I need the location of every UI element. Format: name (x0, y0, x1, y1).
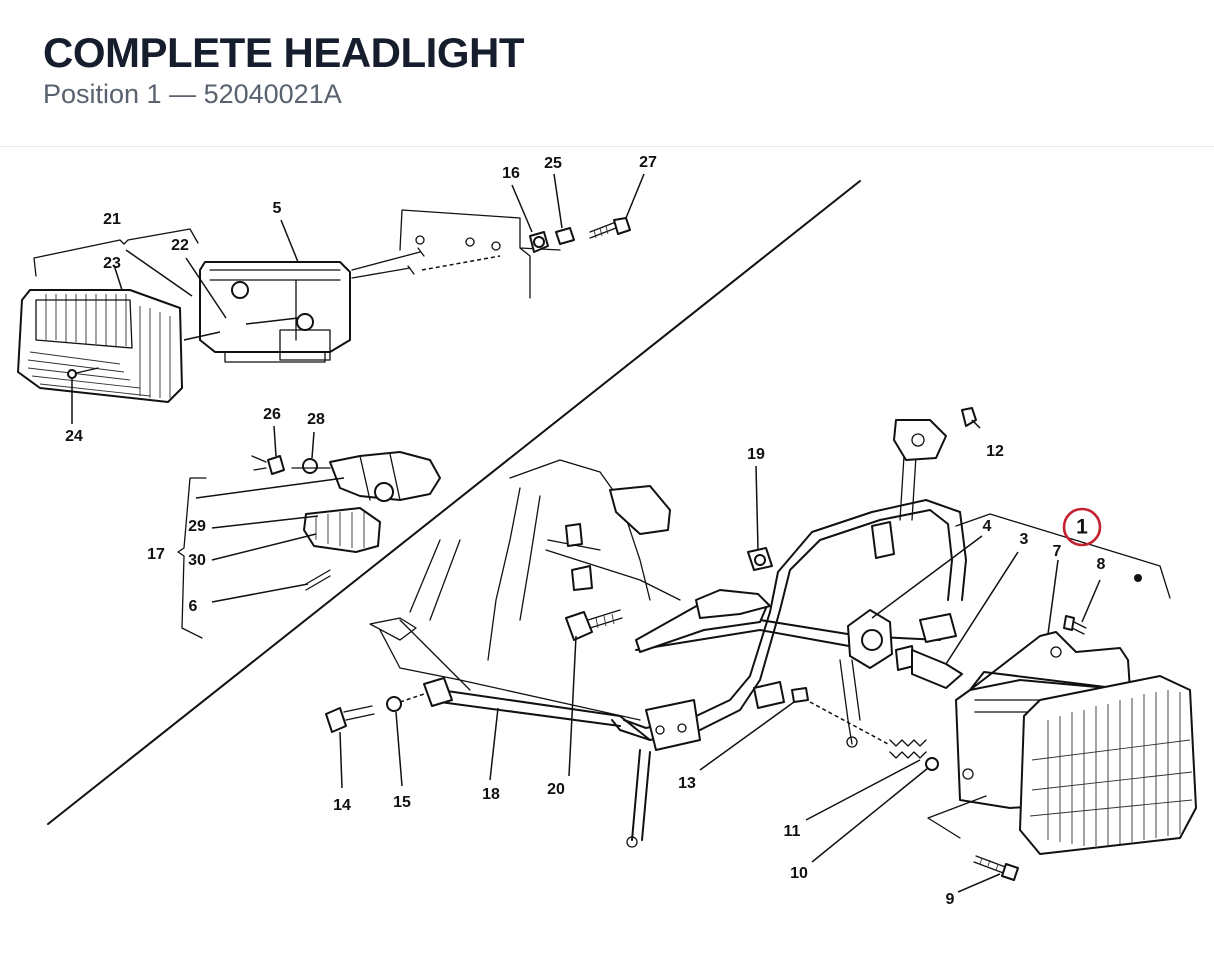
callout-4[interactable]: 4 (983, 518, 992, 535)
headlight-group (927, 513, 1197, 881)
callout-27[interactable]: 27 (639, 154, 657, 171)
callout-22[interactable]: 22 (171, 237, 189, 254)
callout-13[interactable]: 13 (678, 775, 696, 792)
turn-signal-group (177, 451, 441, 639)
callout-24[interactable]: 24 (65, 428, 83, 445)
callout-19[interactable]: 19 (747, 446, 765, 463)
callout-18[interactable]: 18 (482, 786, 500, 803)
callout-numbers: 21 22 23 5 24 16 25 27 26 28 29 17 30 6 … (65, 154, 1105, 908)
callout-26[interactable]: 26 (263, 406, 281, 423)
callout-29[interactable]: 29 (188, 518, 206, 535)
callout-9[interactable]: 9 (946, 891, 955, 908)
callout-20[interactable]: 20 (547, 781, 565, 798)
callout-30[interactable]: 30 (188, 552, 206, 569)
leader-lines (71, 173, 1101, 893)
callout-7[interactable]: 7 (1053, 543, 1062, 560)
separator-line (47, 180, 861, 825)
callout-12[interactable]: 12 (986, 443, 1004, 460)
callout-3[interactable]: 3 (1020, 531, 1029, 548)
callout-15[interactable]: 15 (393, 794, 411, 811)
callout-5[interactable]: 5 (273, 200, 282, 217)
tail-light-group (17, 209, 631, 403)
page-header: COMPLETE HEADLIGHT Position 1 — 52040021… (0, 0, 1214, 147)
callout-6[interactable]: 6 (189, 598, 198, 615)
page-subtitle: Position 1 — 52040021A (43, 79, 342, 109)
callout-17[interactable]: 17 (147, 546, 165, 563)
frame-assembly (325, 407, 977, 848)
callout-21[interactable]: 21 (103, 211, 121, 228)
callout-28[interactable]: 28 (307, 411, 325, 428)
exploded-parts-diagram: 21 22 23 5 24 16 25 27 26 28 29 17 30 6 … (17, 154, 1197, 908)
callout-10[interactable]: 10 (790, 865, 808, 882)
callout-14[interactable]: 14 (333, 797, 351, 814)
page-title: COMPLETE HEADLIGHT (43, 29, 525, 76)
callout-23[interactable]: 23 (103, 255, 121, 272)
callout-16[interactable]: 16 (502, 165, 520, 182)
callout-1[interactable]: 1 (1076, 516, 1088, 539)
callout-11[interactable]: 11 (784, 823, 801, 840)
callout-8[interactable]: 8 (1097, 556, 1106, 573)
highlight-circle (1062, 507, 1102, 547)
callout-25[interactable]: 25 (544, 155, 562, 172)
